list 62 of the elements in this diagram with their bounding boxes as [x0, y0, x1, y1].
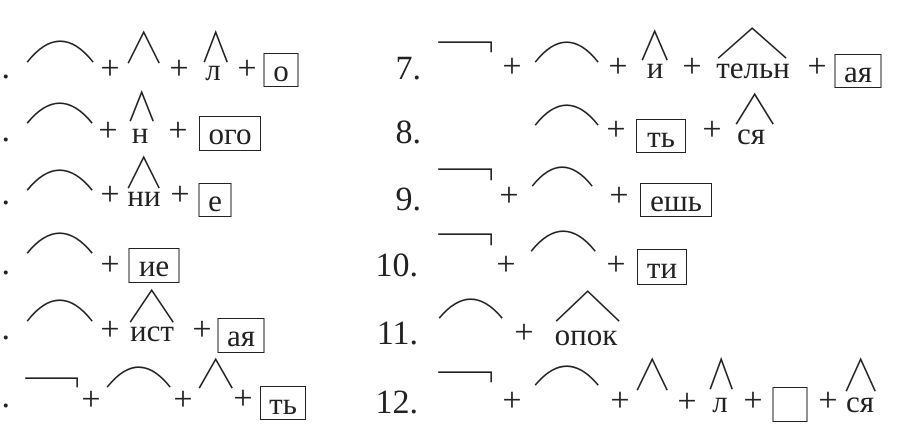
plus-sign: +: [233, 386, 253, 412]
morpheme-text: опок: [554, 322, 618, 346]
row-number: .: [2, 316, 10, 342]
ending-box: ая: [218, 318, 264, 352]
row-number: 10.: [376, 252, 418, 278]
morpheme-text: и: [646, 56, 664, 80]
plus-sign: +: [610, 388, 630, 414]
plus-sign: +: [169, 56, 189, 82]
ending-box: ая: [834, 54, 882, 88]
plus-sign: +: [606, 252, 626, 278]
plus-sign: +: [502, 54, 522, 80]
morpheme-text: тельн: [716, 56, 790, 80]
plus-sign: +: [168, 118, 188, 144]
morpheme-text: ся: [736, 122, 766, 146]
plus-sign: +: [98, 118, 118, 144]
plus-sign: +: [608, 54, 628, 80]
plus-sign: +: [606, 116, 626, 142]
row-number: .: [2, 180, 10, 206]
plus-sign: +: [818, 388, 838, 414]
ending-box: ть: [260, 386, 306, 420]
ending-box: е: [198, 183, 232, 217]
plus-sign: +: [170, 182, 190, 208]
row-number: 12.: [376, 390, 418, 416]
ending-box: о: [264, 53, 298, 87]
morpheme-text: н: [132, 120, 148, 144]
row-number: 9.: [396, 186, 421, 212]
ending-box: ешь: [640, 183, 712, 217]
plus-sign: +: [100, 56, 120, 82]
morpheme-text: ист: [130, 318, 174, 342]
plus-sign: +: [499, 182, 519, 208]
plus-sign: +: [502, 388, 522, 414]
morpheme-text: ни: [127, 184, 161, 208]
plus-sign: +: [702, 116, 722, 142]
ending-box: ти: [637, 249, 687, 285]
plus-sign: +: [81, 386, 101, 412]
plus-sign: +: [100, 182, 120, 208]
plus-sign: +: [192, 316, 212, 342]
plus-sign: +: [514, 320, 534, 346]
ending-box: ть: [636, 119, 686, 153]
plus-sign: +: [100, 316, 120, 342]
plus-sign: +: [807, 54, 827, 80]
plus-sign: +: [237, 56, 257, 82]
plus-sign: +: [743, 388, 763, 414]
row-number: 11.: [376, 320, 418, 346]
plus-sign: +: [609, 182, 629, 208]
row-number: .: [2, 384, 10, 410]
row-number: .: [2, 118, 10, 144]
plus-sign: +: [173, 386, 193, 412]
ending-box: [772, 386, 808, 422]
row-number: 8.: [396, 120, 421, 146]
row-number: 7.: [396, 56, 421, 82]
ending-box: ого: [199, 116, 261, 150]
plus-sign: +: [100, 252, 120, 278]
row-number: .: [2, 250, 10, 276]
morpheme-text: ся: [846, 390, 874, 414]
plus-sign: +: [682, 54, 702, 80]
plus-sign: +: [496, 252, 516, 278]
plus-sign: +: [677, 388, 697, 414]
morpheme-text: л: [712, 390, 728, 414]
morpheme-text: л: [205, 58, 221, 82]
ending-box: ие: [128, 248, 180, 282]
row-number: .: [2, 54, 10, 80]
